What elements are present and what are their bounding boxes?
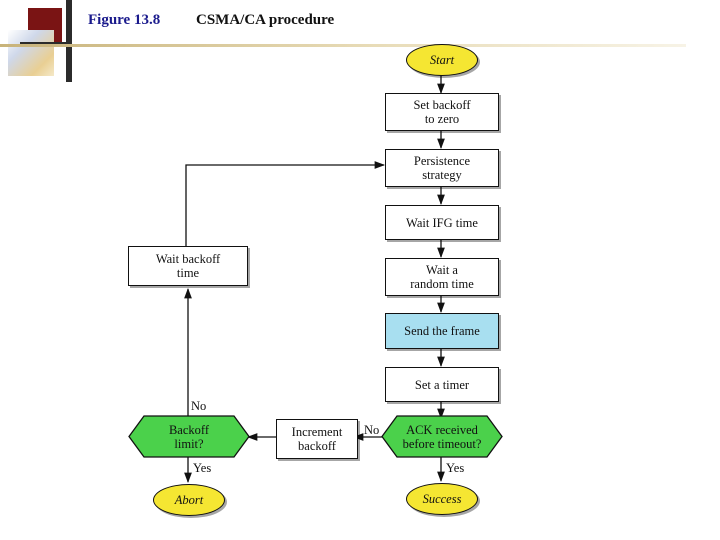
node-set-timer-label: Set a timer xyxy=(414,377,470,392)
node-success-label: Success xyxy=(422,492,462,506)
node-persistence-strategy[interactable]: Persistence strategy xyxy=(385,149,499,187)
node-set-backoff[interactable]: Set backoff to zero xyxy=(385,93,499,131)
logo-gradient-square xyxy=(8,30,54,76)
node-send-frame-label: Send the frame xyxy=(404,324,480,338)
node-wait-backoff-label-line2: time xyxy=(176,266,200,280)
edge-label-ack-no: No xyxy=(364,423,380,437)
node-wait-ifg-label: Wait IFG time xyxy=(406,215,478,230)
node-backoff-limit-shape[interactable] xyxy=(128,415,250,459)
flowchart-connectors xyxy=(128,74,445,484)
node-backoff-limit[interactable]: Backoff limit? xyxy=(128,415,250,459)
figure-label: Figure 13.8 xyxy=(88,12,161,28)
node-persistence-label-line1: Persistence xyxy=(413,154,471,168)
logo-vertical-bar xyxy=(66,0,72,82)
node-increment-label-line2: backoff xyxy=(298,439,336,453)
node-set-a-timer[interactable]: Set a timer xyxy=(385,367,499,402)
node-abort[interactable]: Abort xyxy=(153,484,225,516)
node-wait-backoff-time[interactable]: Wait backoff time xyxy=(128,246,248,286)
figure-title: CSMA/CA procedure xyxy=(196,12,335,28)
node-backoff-limit-label-line2: limit? xyxy=(174,437,204,451)
node-increment-label-line1: Increment xyxy=(291,425,343,439)
node-wait-backoff-label-line1: Wait backoff xyxy=(155,252,221,266)
node-ack-received[interactable]: ACK received before timeout? xyxy=(381,415,503,459)
node-persistence-label-line2: strategy xyxy=(422,168,462,182)
node-backoff-limit-label-line1: Backoff xyxy=(168,423,210,437)
flowchart-diagram: Start Set backoff to zero Persistence st… xyxy=(0,44,720,540)
node-ack-received-label-line2: before timeout? xyxy=(402,437,482,451)
node-increment-backoff[interactable]: Increment backoff xyxy=(276,419,358,459)
node-send-the-frame[interactable]: Send the frame xyxy=(385,313,499,349)
node-wait-ifg-time[interactable]: Wait IFG time xyxy=(385,205,499,240)
node-start[interactable]: Start xyxy=(406,44,478,76)
header-divider-rule xyxy=(0,44,686,47)
node-ack-received-label-line1: ACK received xyxy=(406,423,478,437)
node-wait-random-label-line1: Wait a xyxy=(426,263,458,277)
node-ack-received-shape[interactable] xyxy=(381,415,503,459)
node-set-backoff-label-line2: to zero xyxy=(424,112,460,126)
edge-label-limit-yes: Yes xyxy=(193,461,212,475)
node-start-label: Start xyxy=(429,53,455,67)
node-abort-label: Abort xyxy=(174,493,204,507)
node-wait-random-label-line2: random time xyxy=(410,277,474,291)
edge-label-ack-yes: Yes xyxy=(446,461,465,475)
node-set-backoff-label-line1: Set backoff xyxy=(413,98,471,112)
node-wait-random-time[interactable]: Wait a random time xyxy=(385,258,499,296)
node-success[interactable]: Success xyxy=(406,483,478,515)
edge-label-limit-no: No xyxy=(191,399,207,413)
